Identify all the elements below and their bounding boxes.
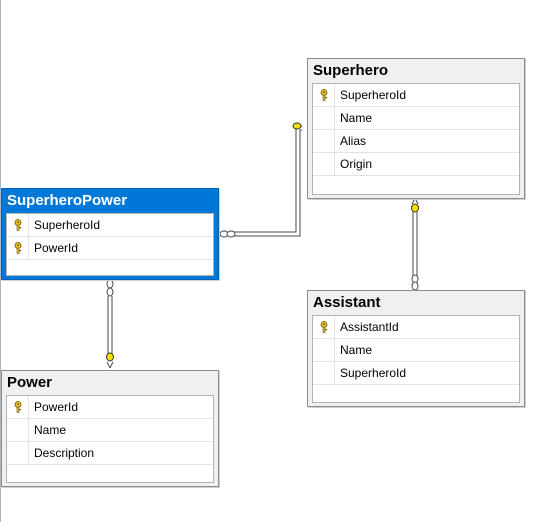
column-row[interactable]: Description [7,442,213,465]
row-gutter [7,237,29,259]
row-gutter [313,153,335,175]
column-name: Name [34,423,67,437]
column-row[interactable]: SuperheroId [313,84,519,107]
column-grid: AssistantId Name SuperheroId [312,315,520,403]
row-gutter [313,362,335,384]
relationship-assistant-superhero[interactable] [411,197,419,291]
primary-key-icon [14,401,22,413]
relationship-superheropower-power[interactable] [106,279,114,369]
column-name: PowerId [34,400,79,414]
column-name: Name [340,343,373,357]
primary-key-icon [14,242,22,254]
column-grid: PowerId Name Description [6,395,214,483]
row-gutter [313,339,335,361]
row-gutter [7,419,29,441]
relationship-superheropower-superhero[interactable] [219,122,302,238]
row-gutter [7,442,29,464]
primary-key-icon [14,219,22,231]
primary-key-icon [320,321,328,333]
column-row[interactable]: PowerId [7,396,213,419]
column-name: Name [340,111,373,125]
canvas-left-edge [0,0,1,522]
column-grid: SuperheroId Name Alias Origin [312,83,520,195]
column-name: AssistantId [340,320,399,334]
column-row[interactable]: Name [313,339,519,362]
column-row[interactable]: SuperheroId [313,362,519,385]
column-row[interactable]: Origin [313,153,519,176]
primary-key-icon [320,89,328,101]
row-gutter [313,130,335,152]
column-row[interactable]: Name [313,107,519,130]
table-title: Superhero [313,62,389,79]
table-superhero[interactable]: Superhero SuperheroId Name Alias Origin [307,58,525,199]
table-assistant[interactable]: Assistant AssistantId Name SuperheroId [307,290,525,407]
table-title: SuperheroPower [7,192,128,209]
column-name: SuperheroId [34,218,101,232]
column-name: PowerId [34,241,79,255]
row-gutter [313,316,335,338]
column-grid: SuperheroId PowerId [6,213,214,276]
column-name: Description [34,446,95,460]
row-gutter [313,84,335,106]
column-name: SuperheroId [340,88,407,102]
column-row[interactable]: Name [7,419,213,442]
row-gutter [313,107,335,129]
row-gutter [7,396,29,418]
column-name: Alias [340,134,367,148]
table-title: Assistant [313,294,381,311]
table-power[interactable]: Power PowerId Name Description [1,370,219,487]
column-row[interactable]: PowerId [7,237,213,260]
table-superheropower[interactable]: SuperheroPower SuperheroId PowerId [1,188,219,280]
column-row[interactable]: SuperheroId [7,214,213,237]
table-title: Power [7,374,53,391]
column-name: Origin [340,157,373,171]
column-row[interactable]: AssistantId [313,316,519,339]
row-gutter [7,214,29,236]
column-name: SuperheroId [340,366,407,380]
column-row[interactable]: Alias [313,130,519,153]
